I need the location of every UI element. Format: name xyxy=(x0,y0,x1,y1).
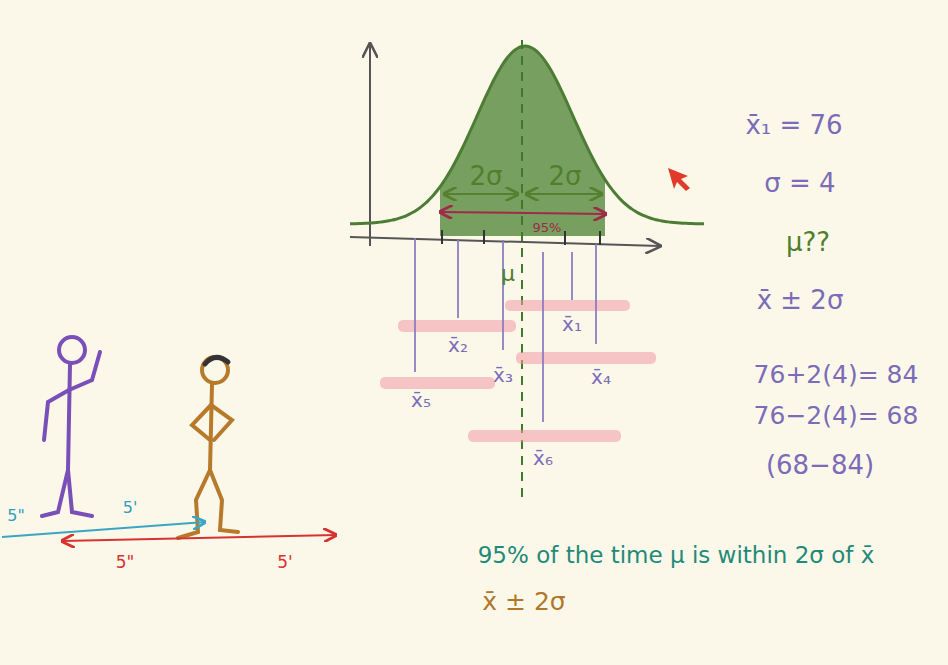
percent-label: 95% xyxy=(533,221,562,235)
height-label: 5" xyxy=(7,507,25,525)
y-axis xyxy=(369,44,371,246)
curve-line xyxy=(350,46,704,224)
height-line xyxy=(62,535,336,541)
unknown-mean: μ?? xyxy=(786,228,830,257)
formula: x̄ ± 2σ xyxy=(482,588,565,616)
height-label: 5' xyxy=(123,499,138,517)
calculation: 76+2(4)= 84 xyxy=(754,361,919,389)
formula: x̄ ± 2σ xyxy=(757,286,844,315)
sample-mean: x̄₁ xyxy=(562,313,582,335)
conclusion-note: 95% of the time μ is within 2σ of x̄ xyxy=(478,543,875,568)
interval-arrow xyxy=(440,212,606,214)
interval-bars xyxy=(380,300,656,442)
sample-mean: x̄₃ xyxy=(493,364,513,386)
bell-curve xyxy=(350,46,704,236)
stick-figure xyxy=(178,357,238,538)
sample-mean: x̄₆ xyxy=(533,447,553,469)
sigma-label: 2σ xyxy=(548,162,581,191)
stick-figure xyxy=(42,337,100,516)
sample-mean: x̄₅ xyxy=(411,389,431,411)
sample-mean: x̄₄ xyxy=(591,366,611,388)
sigma-arrow xyxy=(444,193,518,195)
x-axis xyxy=(350,237,660,246)
height-label: 5" xyxy=(116,553,135,572)
sample-lines xyxy=(415,238,596,422)
sigma-arrow xyxy=(526,193,602,195)
sample-mean: x̄₂ xyxy=(448,334,468,356)
given-value: x̄₁ = 76 xyxy=(745,111,842,140)
height-line xyxy=(2,522,205,537)
interval: (68−84) xyxy=(766,451,874,480)
mean-symbol: μ xyxy=(501,262,515,286)
height-label: 5' xyxy=(277,553,293,572)
given-value: σ = 4 xyxy=(764,169,835,198)
calculation: 76−2(4)= 68 xyxy=(754,402,919,430)
sigma-label: 2σ xyxy=(469,162,502,191)
cursor-arrow xyxy=(668,168,690,191)
